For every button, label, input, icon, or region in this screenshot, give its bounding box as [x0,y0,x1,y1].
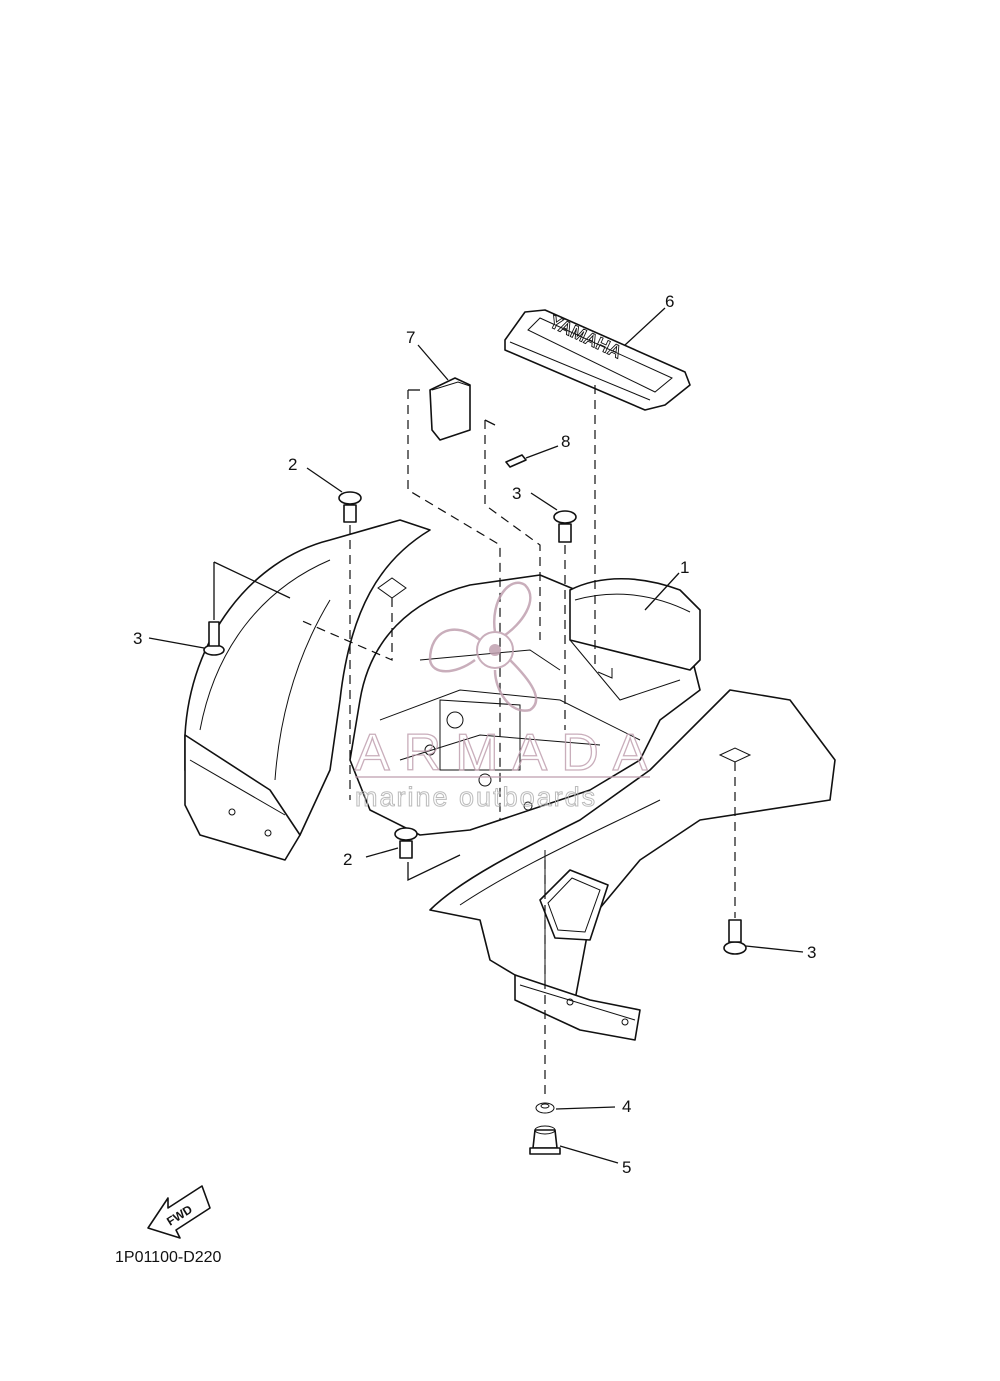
watermark-subtitle: marine outboards [355,782,597,812]
pin [505,454,527,468]
bolt-3-right [723,919,747,955]
callout-7: 7 [406,328,415,347]
bolt-3-center [553,510,577,543]
drawing-code: 1P01100-D220 [115,1249,222,1266]
callout-4: 4 [622,1097,631,1116]
rear-fender [184,519,836,1041]
watermark-logo-icon [428,581,538,712]
bolt-2-upper [338,491,362,523]
bolt-2-lower [394,827,418,859]
assembly-lines [213,385,736,1100]
callout-3-left: 3 [133,629,142,648]
yamaha-emblem-plate: YAMAHA [504,309,691,411]
callout-2-upper: 2 [288,455,297,474]
grommet [529,1125,561,1155]
callout-1: 1 [680,558,689,577]
callout-2-lower: 2 [343,850,352,869]
watermark: ARMADA marine outboards [354,581,661,813]
clip [535,1102,555,1114]
callout-5: 5 [622,1158,631,1177]
watermark-title: ARMADA [355,724,661,782]
callout-3-center: 3 [512,484,521,503]
callout-3-right: 3 [807,943,816,962]
callout-6: 6 [665,292,674,311]
fwd-arrow-icon: FWD [147,1185,211,1239]
bolt-3-left [203,621,225,656]
rubber-block [429,377,471,441]
callout-8: 8 [561,432,570,451]
leader-lines [148,307,804,1164]
